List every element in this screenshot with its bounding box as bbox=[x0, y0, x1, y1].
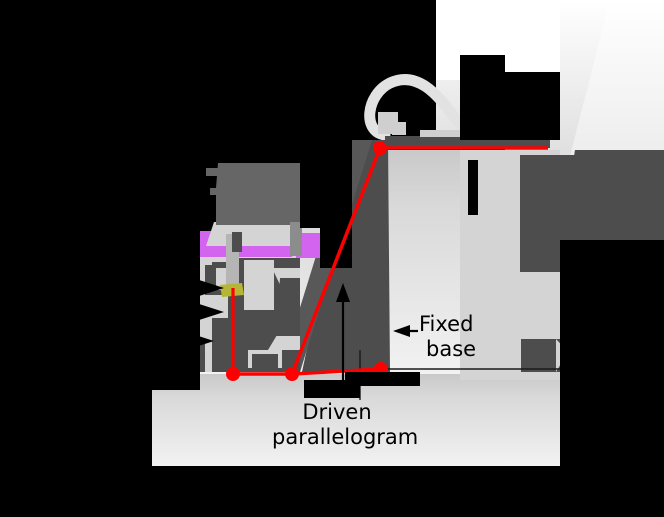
fixed-base-label: Fixed base bbox=[419, 312, 476, 362]
driven-parallelogram-label-line1: Driven bbox=[302, 400, 372, 424]
driven-parallelogram-label-line2: parallelogram bbox=[272, 425, 419, 449]
driven-parallelogram-leader bbox=[336, 283, 350, 397]
center-slot-3 bbox=[244, 260, 274, 310]
joint-bottom-left bbox=[226, 367, 240, 381]
driven-parallelogram-label: Driven parallelogram bbox=[272, 400, 419, 450]
monitor-box bbox=[206, 163, 300, 225]
shaft-collar bbox=[232, 232, 242, 252]
center-wedge-inner bbox=[276, 278, 300, 336]
fixed-base-leader bbox=[393, 325, 418, 337]
fixed-base-label-line2: base bbox=[426, 337, 477, 361]
joint-top bbox=[373, 141, 387, 155]
red-overlay bbox=[226, 141, 548, 381]
left-arrow-group bbox=[186, 279, 224, 350]
joint-bottom-mid bbox=[285, 367, 299, 381]
caption-block-small bbox=[345, 372, 420, 386]
monitor-plinth bbox=[206, 222, 300, 246]
cable-clamp-2 bbox=[392, 122, 406, 135]
monitor-post bbox=[290, 222, 302, 256]
caption-block bbox=[305, 478, 435, 512]
top-rail-cap bbox=[420, 130, 470, 137]
fixed-base-label-line1: Fixed bbox=[419, 312, 474, 336]
center-foot-slot-inner bbox=[252, 354, 278, 368]
